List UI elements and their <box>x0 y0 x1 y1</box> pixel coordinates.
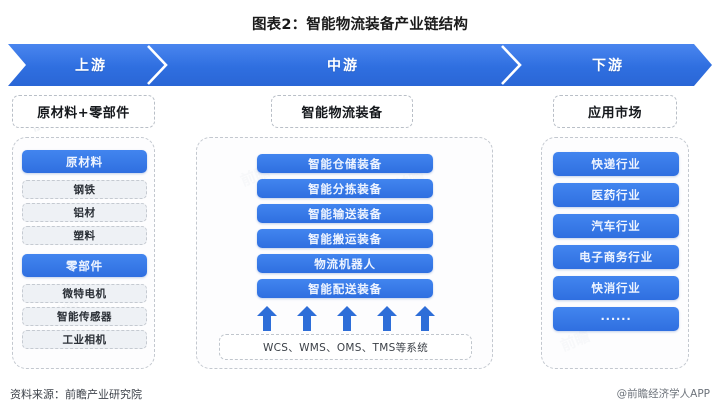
list-item: 智能仓储装备 <box>257 154 433 173</box>
list-item: ······ <box>553 307 679 331</box>
banner-segment-downstream: 下游 <box>592 58 624 74</box>
list-item: 铝材 <box>22 203 147 222</box>
upstream-column: 原材料 钢铁 铝材 塑料 零部件 微特电机 智能传感器 工业相机 <box>12 137 155 369</box>
source-note: 资料来源：前瞻产业研究院 <box>10 388 142 401</box>
list-item: 快消行业 <box>553 276 679 300</box>
downstream-column: 快递行业 医药行业 汽车行业 电子商务行业 快消行业 ······ <box>541 137 689 369</box>
header-card-midstream: 智能物流装备 <box>271 95 413 128</box>
value-chain-banner: 上游 中游 下游 <box>8 44 712 86</box>
list-item: 工业相机 <box>22 330 147 349</box>
list-item: 智能输送装备 <box>257 204 433 223</box>
up-arrow-icon <box>257 306 435 331</box>
list-item: 医药行业 <box>553 183 679 207</box>
header-card-upstream: 原材料+零部件 <box>12 95 155 128</box>
systems-box: WCS、WMS、OMS、TMS等系统 <box>219 334 472 360</box>
list-item: 塑料 <box>22 226 147 245</box>
banner-shape <box>8 44 712 86</box>
group-title-components: 零部件 <box>22 254 147 277</box>
list-item: 汽车行业 <box>553 214 679 238</box>
credit-note: @前瞻经济学人APP <box>616 388 710 400</box>
banner-segment-midstream: 中游 <box>327 58 359 74</box>
upward-arrows-group <box>255 305 435 331</box>
banner-segment-upstream: 上游 <box>75 58 107 74</box>
list-item: 电子商务行业 <box>553 245 679 269</box>
chart-title: 图表2：智能物流装备产业链结构 <box>251 17 469 33</box>
header-card-downstream: 应用市场 <box>553 95 677 128</box>
list-item: 智能配送装备 <box>257 279 433 298</box>
list-item: 智能分拣装备 <box>257 179 433 198</box>
group-title-raw-materials: 原材料 <box>22 150 147 173</box>
list-item: 智能传感器 <box>22 307 147 326</box>
list-item: 钢铁 <box>22 180 147 199</box>
list-item: 智能搬运装备 <box>257 229 433 248</box>
midstream-column: 智能仓储装备 智能分拣装备 智能输送装备 智能搬运装备 物流机器人 智能配送装备… <box>196 137 493 369</box>
list-item: 快递行业 <box>553 152 679 176</box>
list-item: 微特电机 <box>22 284 147 303</box>
list-item: 物流机器人 <box>257 254 433 273</box>
